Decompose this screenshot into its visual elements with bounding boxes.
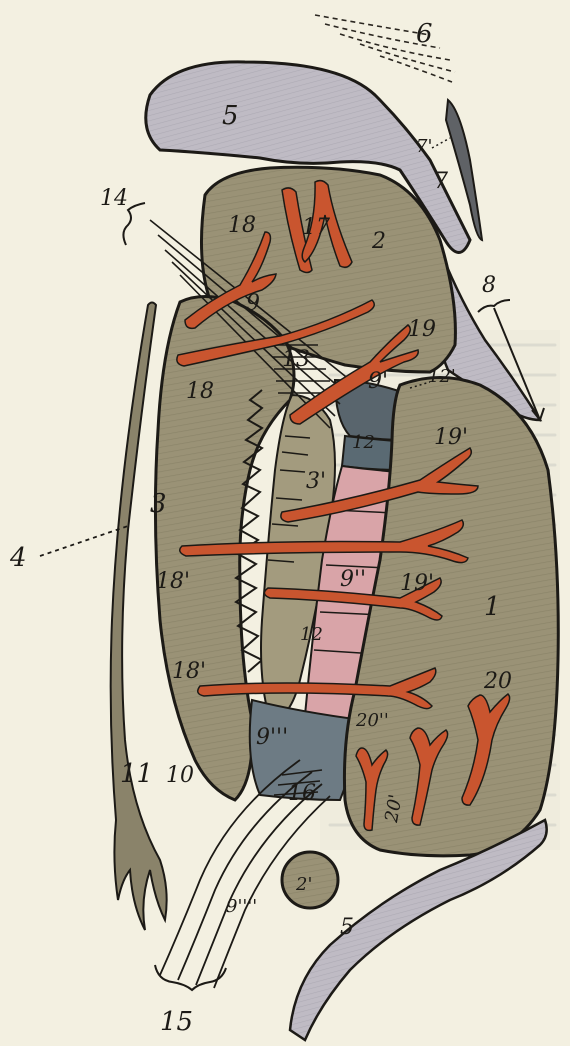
label-16: 16: [288, 781, 316, 806]
label-13: 13: [282, 347, 310, 372]
label-4: 4: [9, 543, 27, 573]
label-12p: 12': [428, 366, 456, 387]
label-18p-a: 18': [156, 569, 190, 594]
label-19p-b: 19': [400, 571, 434, 596]
label-5-bottom: 5: [340, 915, 354, 940]
label-11: 11: [120, 759, 153, 789]
label-15: 15: [160, 1007, 193, 1037]
label-10: 10: [166, 763, 194, 788]
label-8: 8: [482, 273, 496, 298]
pointer-4: [40, 526, 128, 556]
label-9pp: 9'': [340, 567, 366, 592]
label-18p-b: 18': [172, 659, 206, 684]
label-20pp: 20'': [355, 710, 389, 731]
label-9ppp: 9''': [256, 725, 288, 750]
pointer-7p: [432, 138, 450, 148]
label-7: 7: [434, 169, 448, 194]
label-12-b: 12: [300, 624, 323, 645]
label-9: 9: [246, 291, 260, 316]
label-9pppp: 9'''': [226, 896, 257, 917]
label-18-top: 18: [228, 213, 256, 238]
label-5-top: 5: [222, 101, 239, 131]
label-3: 3: [150, 489, 167, 519]
label-9p: 9': [368, 369, 388, 394]
label-19p-a: 19': [434, 425, 468, 450]
label-2: 2: [371, 229, 386, 254]
label-14: 14: [100, 186, 128, 211]
label-2p: 2': [295, 874, 312, 895]
label-19: 19: [408, 317, 436, 342]
label-18-mid: 18: [186, 379, 214, 404]
label-3p: 3': [306, 469, 326, 494]
label-17: 17: [302, 215, 330, 240]
label-6: 6: [416, 19, 433, 49]
label-20: 20: [483, 669, 512, 694]
label-1: 1: [484, 592, 501, 622]
label-12-a: 12: [352, 432, 375, 453]
label-7p: 7': [416, 136, 432, 157]
